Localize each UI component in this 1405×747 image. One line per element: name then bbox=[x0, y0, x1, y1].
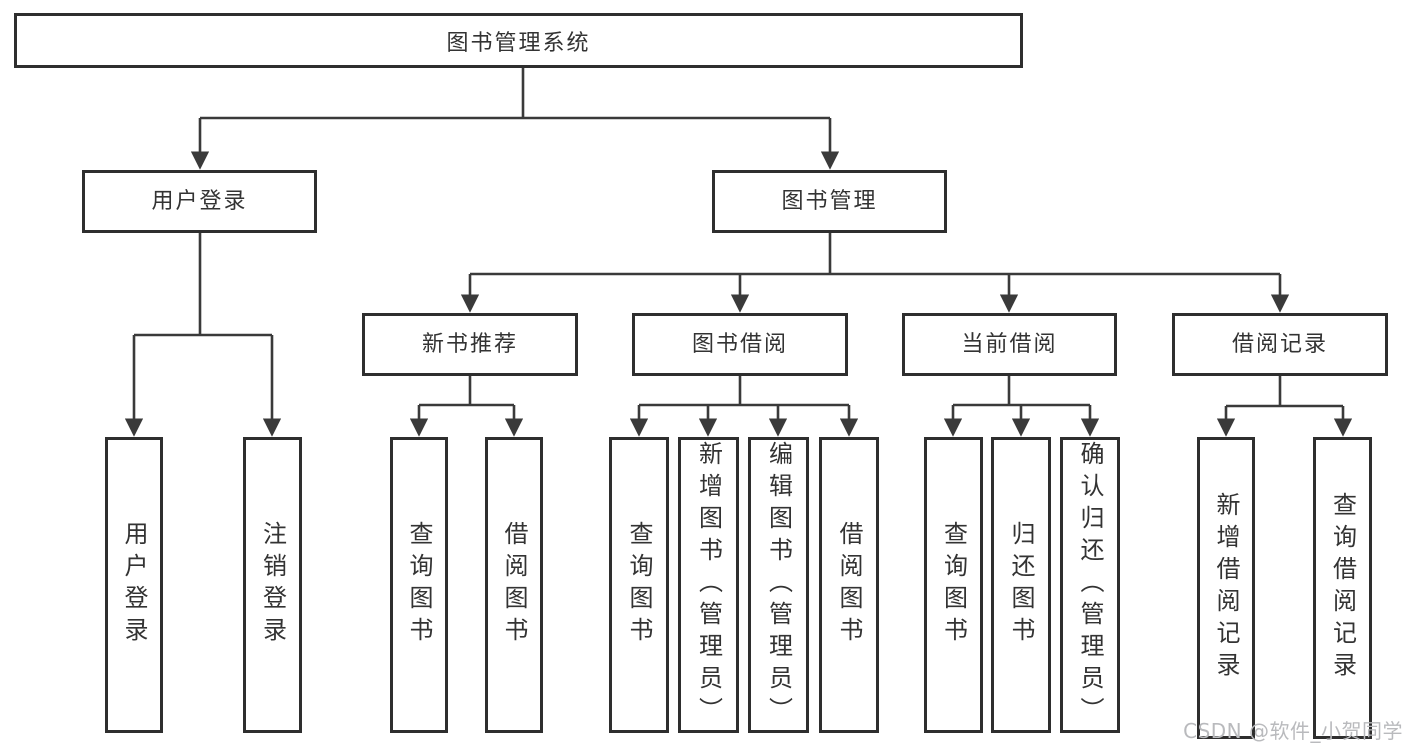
leaf-add-borrow-record: 新增借阅记录 bbox=[1197, 437, 1255, 739]
node-label: 用户登录 bbox=[151, 188, 248, 214]
leaf-label: 用户登录 bbox=[120, 521, 148, 649]
node-label: 借阅记录 bbox=[1231, 331, 1328, 357]
node-new-book-recommendation: 新书推荐 bbox=[362, 313, 578, 376]
node-current-borrowing: 当前借阅 bbox=[902, 313, 1117, 376]
node-label: 图书管理系统 bbox=[446, 30, 591, 56]
leaf-borrow-books: 借阅图书 bbox=[819, 437, 879, 733]
leaf-label: 查询图书 bbox=[625, 521, 653, 649]
node-borrowing-records: 借阅记录 bbox=[1172, 313, 1388, 376]
node-book-borrowing: 图书借阅 bbox=[632, 313, 848, 376]
csdn-watermark: CSDN @软件_小贺同学 bbox=[1183, 718, 1403, 743]
leaf-label: 新增图书（管理员） bbox=[694, 441, 723, 729]
leaf-logout: 注销登录 bbox=[243, 437, 302, 733]
leaf-label: 确认归还（管理员） bbox=[1076, 441, 1104, 729]
node-library-management-system: 图书管理系统 bbox=[14, 13, 1023, 68]
leaf-edit-books-admin: 编辑图书（管理员） bbox=[748, 437, 809, 733]
leaf-add-books-admin: 新增图书（管理员） bbox=[678, 437, 739, 733]
leaf-label: 编辑图书（管理员） bbox=[764, 441, 793, 729]
leaf-label: 查询图书 bbox=[405, 521, 433, 649]
leaf-label: 注销登录 bbox=[258, 521, 287, 649]
node-book-management: 图书管理 bbox=[712, 170, 947, 233]
leaf-label: 查询图书 bbox=[939, 521, 968, 649]
leaf-label: 借阅图书 bbox=[835, 521, 863, 649]
leaf-label: 新增借阅记录 bbox=[1212, 492, 1240, 684]
leaf-borrow-books-recommendation: 借阅图书 bbox=[485, 437, 543, 733]
leaf-label: 借阅图书 bbox=[500, 521, 528, 649]
leaf-query-books-current: 查询图书 bbox=[924, 437, 983, 733]
node-label: 当前借阅 bbox=[961, 331, 1058, 357]
leaf-query-borrow-record: 查询借阅记录 bbox=[1313, 437, 1372, 739]
node-label: 图书借阅 bbox=[691, 331, 788, 357]
node-user-login: 用户登录 bbox=[82, 170, 317, 233]
leaf-confirm-return-admin: 确认归还（管理员） bbox=[1060, 437, 1120, 733]
node-label: 图书管理 bbox=[781, 188, 878, 214]
node-label: 新书推荐 bbox=[421, 331, 518, 357]
leaf-return-books: 归还图书 bbox=[991, 437, 1051, 733]
leaf-query-books-recommendation: 查询图书 bbox=[390, 437, 448, 733]
leaf-label: 归还图书 bbox=[1007, 521, 1035, 649]
leaf-user-login: 用户登录 bbox=[105, 437, 163, 733]
leaf-query-books-borrowing: 查询图书 bbox=[609, 437, 669, 733]
leaf-label: 查询借阅记录 bbox=[1328, 492, 1357, 684]
